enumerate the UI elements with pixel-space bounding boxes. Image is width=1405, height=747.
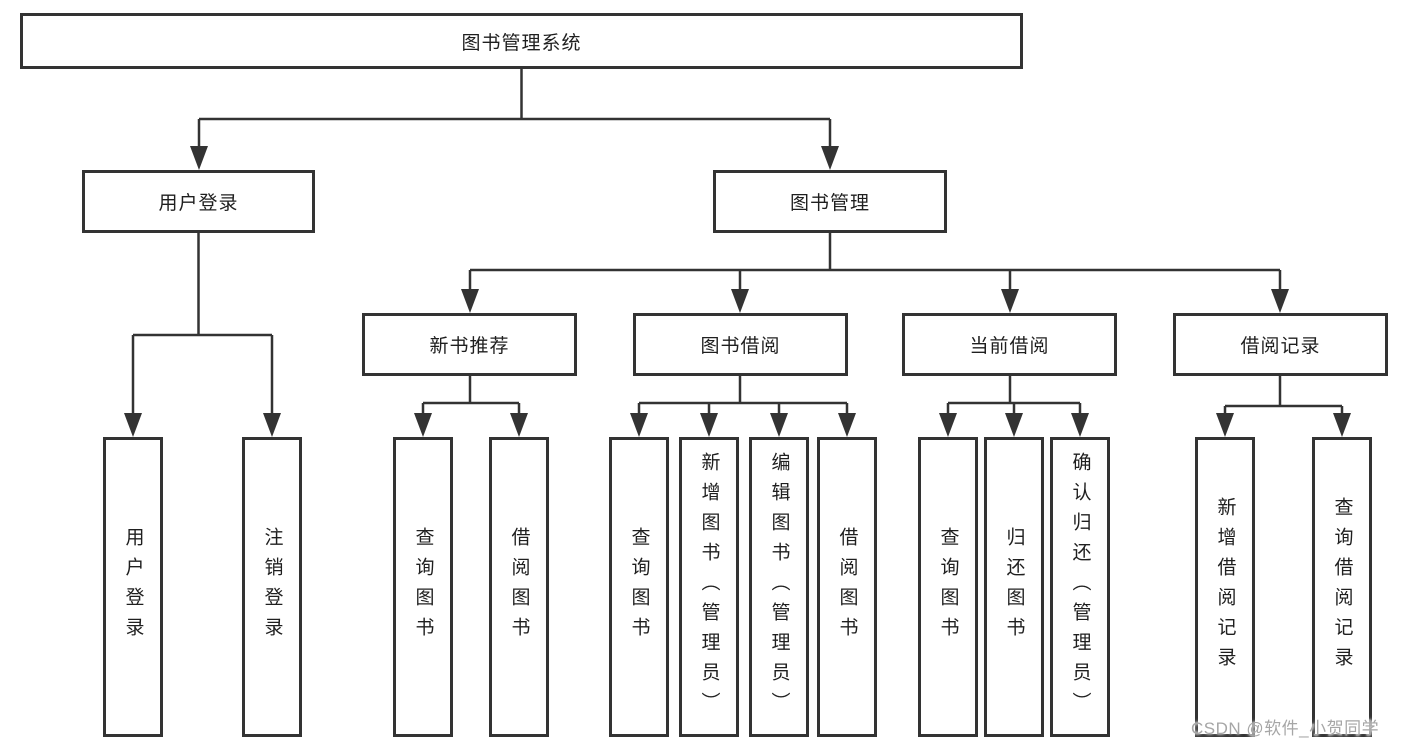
- node-leaf-user-login-label: 用户登录: [122, 527, 144, 647]
- node-root: 图书管理系统: [20, 13, 1023, 69]
- node-root-label: 图书管理系统: [461, 32, 582, 54]
- node-current-borrow-label: 当前借阅: [969, 336, 1050, 357]
- node-user-login-label: 用户登录: [158, 193, 239, 214]
- watermark: CSDN @软件_小贺同学: [1191, 719, 1380, 738]
- node-leaf-add-borrow-record-label: 新增借阅记录: [1214, 497, 1236, 677]
- node-leaf-query-books-current-label: 查询图书: [937, 527, 959, 647]
- node-leaf-logout: 注销登录: [242, 437, 302, 737]
- node-new-book-recommend: 新书推荐: [362, 313, 577, 376]
- node-leaf-query-borrow-record: 查询借阅记录: [1312, 437, 1372, 737]
- node-book-borrow-label: 图书借阅: [700, 336, 781, 357]
- node-leaf-return-book: 归还图书: [984, 437, 1044, 737]
- node-leaf-query-books-borrow-label: 查询图书: [628, 527, 650, 647]
- node-leaf-confirm-return-admin: 确认归还（管理员）: [1050, 437, 1110, 737]
- node-user-login: 用户登录: [82, 170, 315, 233]
- node-leaf-edit-book-admin-label: 编辑图书（管理员）: [768, 452, 790, 722]
- node-leaf-query-books-borrow: 查询图书: [609, 437, 669, 737]
- node-leaf-edit-book-admin: 编辑图书（管理员）: [749, 437, 809, 737]
- node-book-borrow: 图书借阅: [633, 313, 848, 376]
- node-leaf-add-book-admin-label: 新增图书（管理员）: [698, 452, 720, 722]
- node-borrow-records: 借阅记录: [1173, 313, 1388, 376]
- node-leaf-query-books-recommend: 查询图书: [393, 437, 453, 737]
- node-leaf-return-book-label: 归还图书: [1003, 527, 1025, 647]
- node-leaf-borrow-books-label: 借阅图书: [836, 527, 858, 647]
- node-current-borrow: 当前借阅: [902, 313, 1117, 376]
- node-leaf-logout-label: 注销登录: [261, 527, 283, 647]
- node-leaf-query-books-recommend-label: 查询图书: [412, 527, 434, 647]
- node-leaf-add-book-admin: 新增图书（管理员）: [679, 437, 739, 737]
- node-book-management: 图书管理: [713, 170, 947, 233]
- node-leaf-user-login: 用户登录: [103, 437, 163, 737]
- node-leaf-borrow-books: 借阅图书: [817, 437, 877, 737]
- node-borrow-records-label: 借阅记录: [1240, 336, 1321, 357]
- node-leaf-borrow-books-recommend-label: 借阅图书: [508, 527, 530, 647]
- node-book-management-label: 图书管理: [789, 193, 870, 214]
- node-leaf-confirm-return-admin-label: 确认归还（管理员）: [1069, 452, 1091, 722]
- node-leaf-query-books-current: 查询图书: [918, 437, 978, 737]
- node-leaf-borrow-books-recommend: 借阅图书: [489, 437, 549, 737]
- node-new-book-recommend-label: 新书推荐: [429, 336, 510, 357]
- node-leaf-query-borrow-record-label: 查询借阅记录: [1331, 497, 1353, 677]
- node-leaf-add-borrow-record: 新增借阅记录: [1195, 437, 1255, 737]
